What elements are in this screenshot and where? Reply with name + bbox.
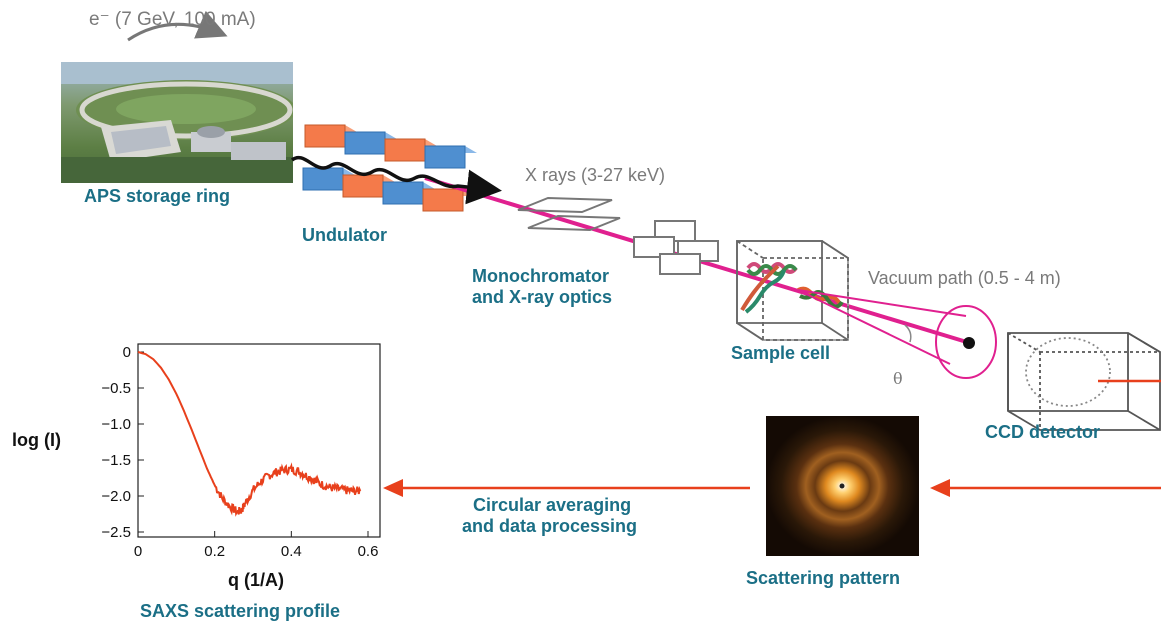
undulator-label: Undulator: [302, 225, 387, 245]
x-tick-label: 0.6: [358, 543, 379, 560]
monochromator-label-line2: and X-ray optics: [472, 287, 613, 307]
aps-storage-ring-label: APS storage ring: [84, 186, 231, 206]
undulator-bottom-row: [302, 167, 475, 212]
saxs-curve: [137, 351, 362, 517]
monochromator-crystals: [517, 196, 621, 232]
undulator-top-row: [304, 124, 477, 169]
aps-storage-ring-photo: [61, 62, 293, 183]
saxs-profile-chart: 0 0.2 0.4 0.6 0 −0.5 −1.0 −1.5 −2.0 −2.5: [101, 343, 381, 560]
chart-xlabel: q (1/A): [228, 570, 284, 590]
flow-arrow-detector-to-pattern: [930, 479, 1161, 497]
theta-label: θ: [893, 369, 903, 388]
undulator-magnets: [302, 124, 477, 212]
monochromator-label-line1: Monochromator: [472, 266, 609, 286]
scattering-pattern-label: Scattering pattern: [746, 568, 901, 588]
y-tick-label: −1.5: [101, 452, 131, 469]
y-tick-label: −0.5: [101, 380, 131, 397]
y-tick-label: −2.5: [101, 524, 131, 541]
xray-optics: [633, 220, 719, 275]
saxs-profile-title: SAXS scattering profile: [140, 601, 341, 621]
dna-helix-molecules: [740, 262, 844, 314]
vacuum-path-label: Vacuum path (0.5 - 4 m): [868, 268, 1061, 288]
processing-label-line2: and data processing: [462, 516, 638, 536]
ccd-detector-label: CCD detector: [985, 422, 1101, 442]
y-tick-label: −1.0: [101, 416, 131, 433]
aps-photo-illustration: [61, 62, 293, 183]
sample-cell-cube: [736, 240, 849, 341]
electron-beam-label: e⁻ (7 GeV, 100 mA): [89, 9, 256, 30]
y-tick-label: −2.0: [101, 488, 131, 505]
y-tick-label: 0: [123, 344, 131, 361]
beam-stop: [963, 337, 975, 349]
processing-label-line1: Circular averaging: [473, 495, 632, 515]
chart-ylabel: log (I): [12, 430, 61, 450]
chart-frame: [137, 343, 381, 538]
x-tick-label: 0.2: [204, 543, 225, 560]
flow-arrow-pattern-to-profile: [383, 479, 750, 497]
x-tick-label: 0.4: [281, 543, 302, 560]
sample-cell-label: Sample cell: [731, 343, 831, 363]
x-tick-label: 0: [134, 543, 142, 560]
xrays-label: X rays (3-27 keV): [525, 165, 666, 185]
electron-direction-arrow: [127, 10, 228, 42]
scattered-beam-cone: [797, 289, 997, 379]
electron-wiggle-path: [290, 156, 502, 205]
ccd-detector-box: [1007, 332, 1161, 431]
scattering-pattern-image: [766, 416, 919, 556]
theta-angle-arc: [904, 324, 912, 343]
